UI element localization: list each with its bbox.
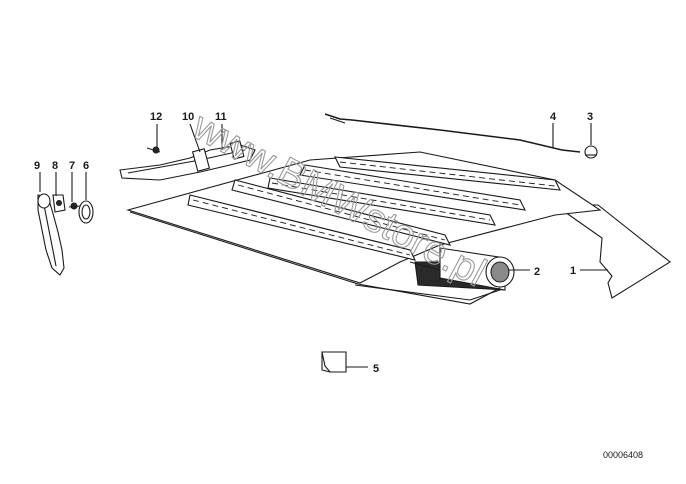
part-9-strap — [37, 193, 65, 276]
callout-3: 3 — [587, 111, 593, 123]
callout-8: 8 — [52, 160, 58, 172]
callout-1: 1 — [570, 265, 576, 277]
callout-4: 4 — [550, 111, 557, 123]
part-4-tension-rod — [324, 113, 581, 153]
document-number: 00006408 — [603, 450, 643, 460]
part-8-clip — [52, 194, 66, 213]
callout-12: 12 — [150, 111, 162, 123]
part-5-clip — [321, 351, 347, 373]
callout-9: 9 — [34, 160, 40, 172]
callout-10: 10 — [182, 111, 194, 123]
part-6-ring — [78, 200, 94, 224]
part-3-cap-nut — [584, 145, 598, 159]
part-2-rear-window-roll — [357, 247, 515, 305]
leader-lines — [39, 123, 608, 368]
part-12-screw — [146, 146, 161, 154]
convertible-top-cover — [126, 151, 602, 301]
part-10-11-bracket — [119, 140, 256, 181]
callout-11: 11 — [215, 111, 227, 123]
part-1-rear-panel — [553, 204, 671, 299]
part-7-screw — [68, 202, 81, 210]
callout-6: 6 — [83, 160, 89, 172]
callout-5: 5 — [373, 363, 379, 375]
callout-7: 7 — [69, 160, 75, 172]
callout-2: 2 — [534, 266, 540, 278]
